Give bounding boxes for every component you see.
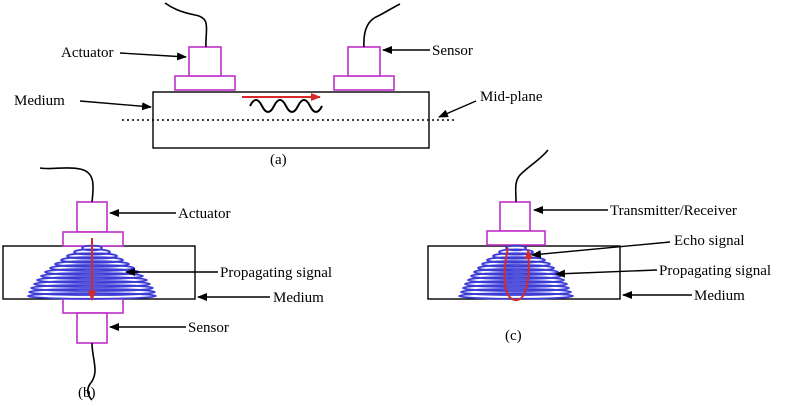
- panel-c: Transmitter/Receiver Echo signal Propaga…: [427, 149, 771, 344]
- label-actuator-b: Actuator: [178, 206, 230, 222]
- sensor-wire-b: [87, 342, 96, 401]
- leader-actuator-a: [119, 52, 187, 61]
- sensor-transducer-b: [62, 298, 124, 344]
- label-medium-a: Medium: [14, 93, 65, 109]
- label-transceiver: Transmitter/Receiver: [610, 203, 737, 219]
- label-medium-b: Medium: [273, 290, 324, 306]
- label-echo: Echo signal: [674, 233, 744, 249]
- caption-c: (c): [505, 328, 522, 344]
- label-actuator-a: Actuator: [61, 45, 113, 61]
- sensor-transducer-a: [333, 46, 395, 91]
- label-sensor-a: Sensor: [432, 43, 473, 59]
- caption-b: (b): [78, 385, 96, 401]
- panel-a: Actuator Sensor Medium Mid-plane (a): [14, 2, 543, 168]
- label-sensor-b: Sensor: [188, 320, 229, 336]
- panel-b: Actuator Propagating signal Medium Senso…: [2, 167, 332, 401]
- actuator-wire-b: [39, 167, 94, 203]
- leader-echo: [531, 241, 671, 259]
- sensor-wire-a: [363, 3, 401, 48]
- caption-a: (a): [270, 152, 287, 168]
- label-medium-c: Medium: [694, 288, 745, 304]
- transceiver-wire-c: [514, 149, 549, 203]
- leader-midplane: [438, 100, 477, 118]
- label-propagating-b: Propagating signal: [220, 265, 332, 281]
- actuator-wire-a: [164, 2, 208, 48]
- label-midplane: Mid-plane: [480, 89, 543, 105]
- leader-propagating-c: [555, 269, 658, 278]
- transceiver-transducer-c: [486, 201, 546, 246]
- leader-medium-a: [79, 100, 152, 111]
- actuator-transducer-a: [174, 46, 236, 91]
- propagating-signal-c: [458, 244, 574, 300]
- label-propagating-c: Propagating signal: [659, 263, 771, 279]
- echo-path-arrow: [503, 247, 533, 301]
- guided-wave: [249, 99, 323, 113]
